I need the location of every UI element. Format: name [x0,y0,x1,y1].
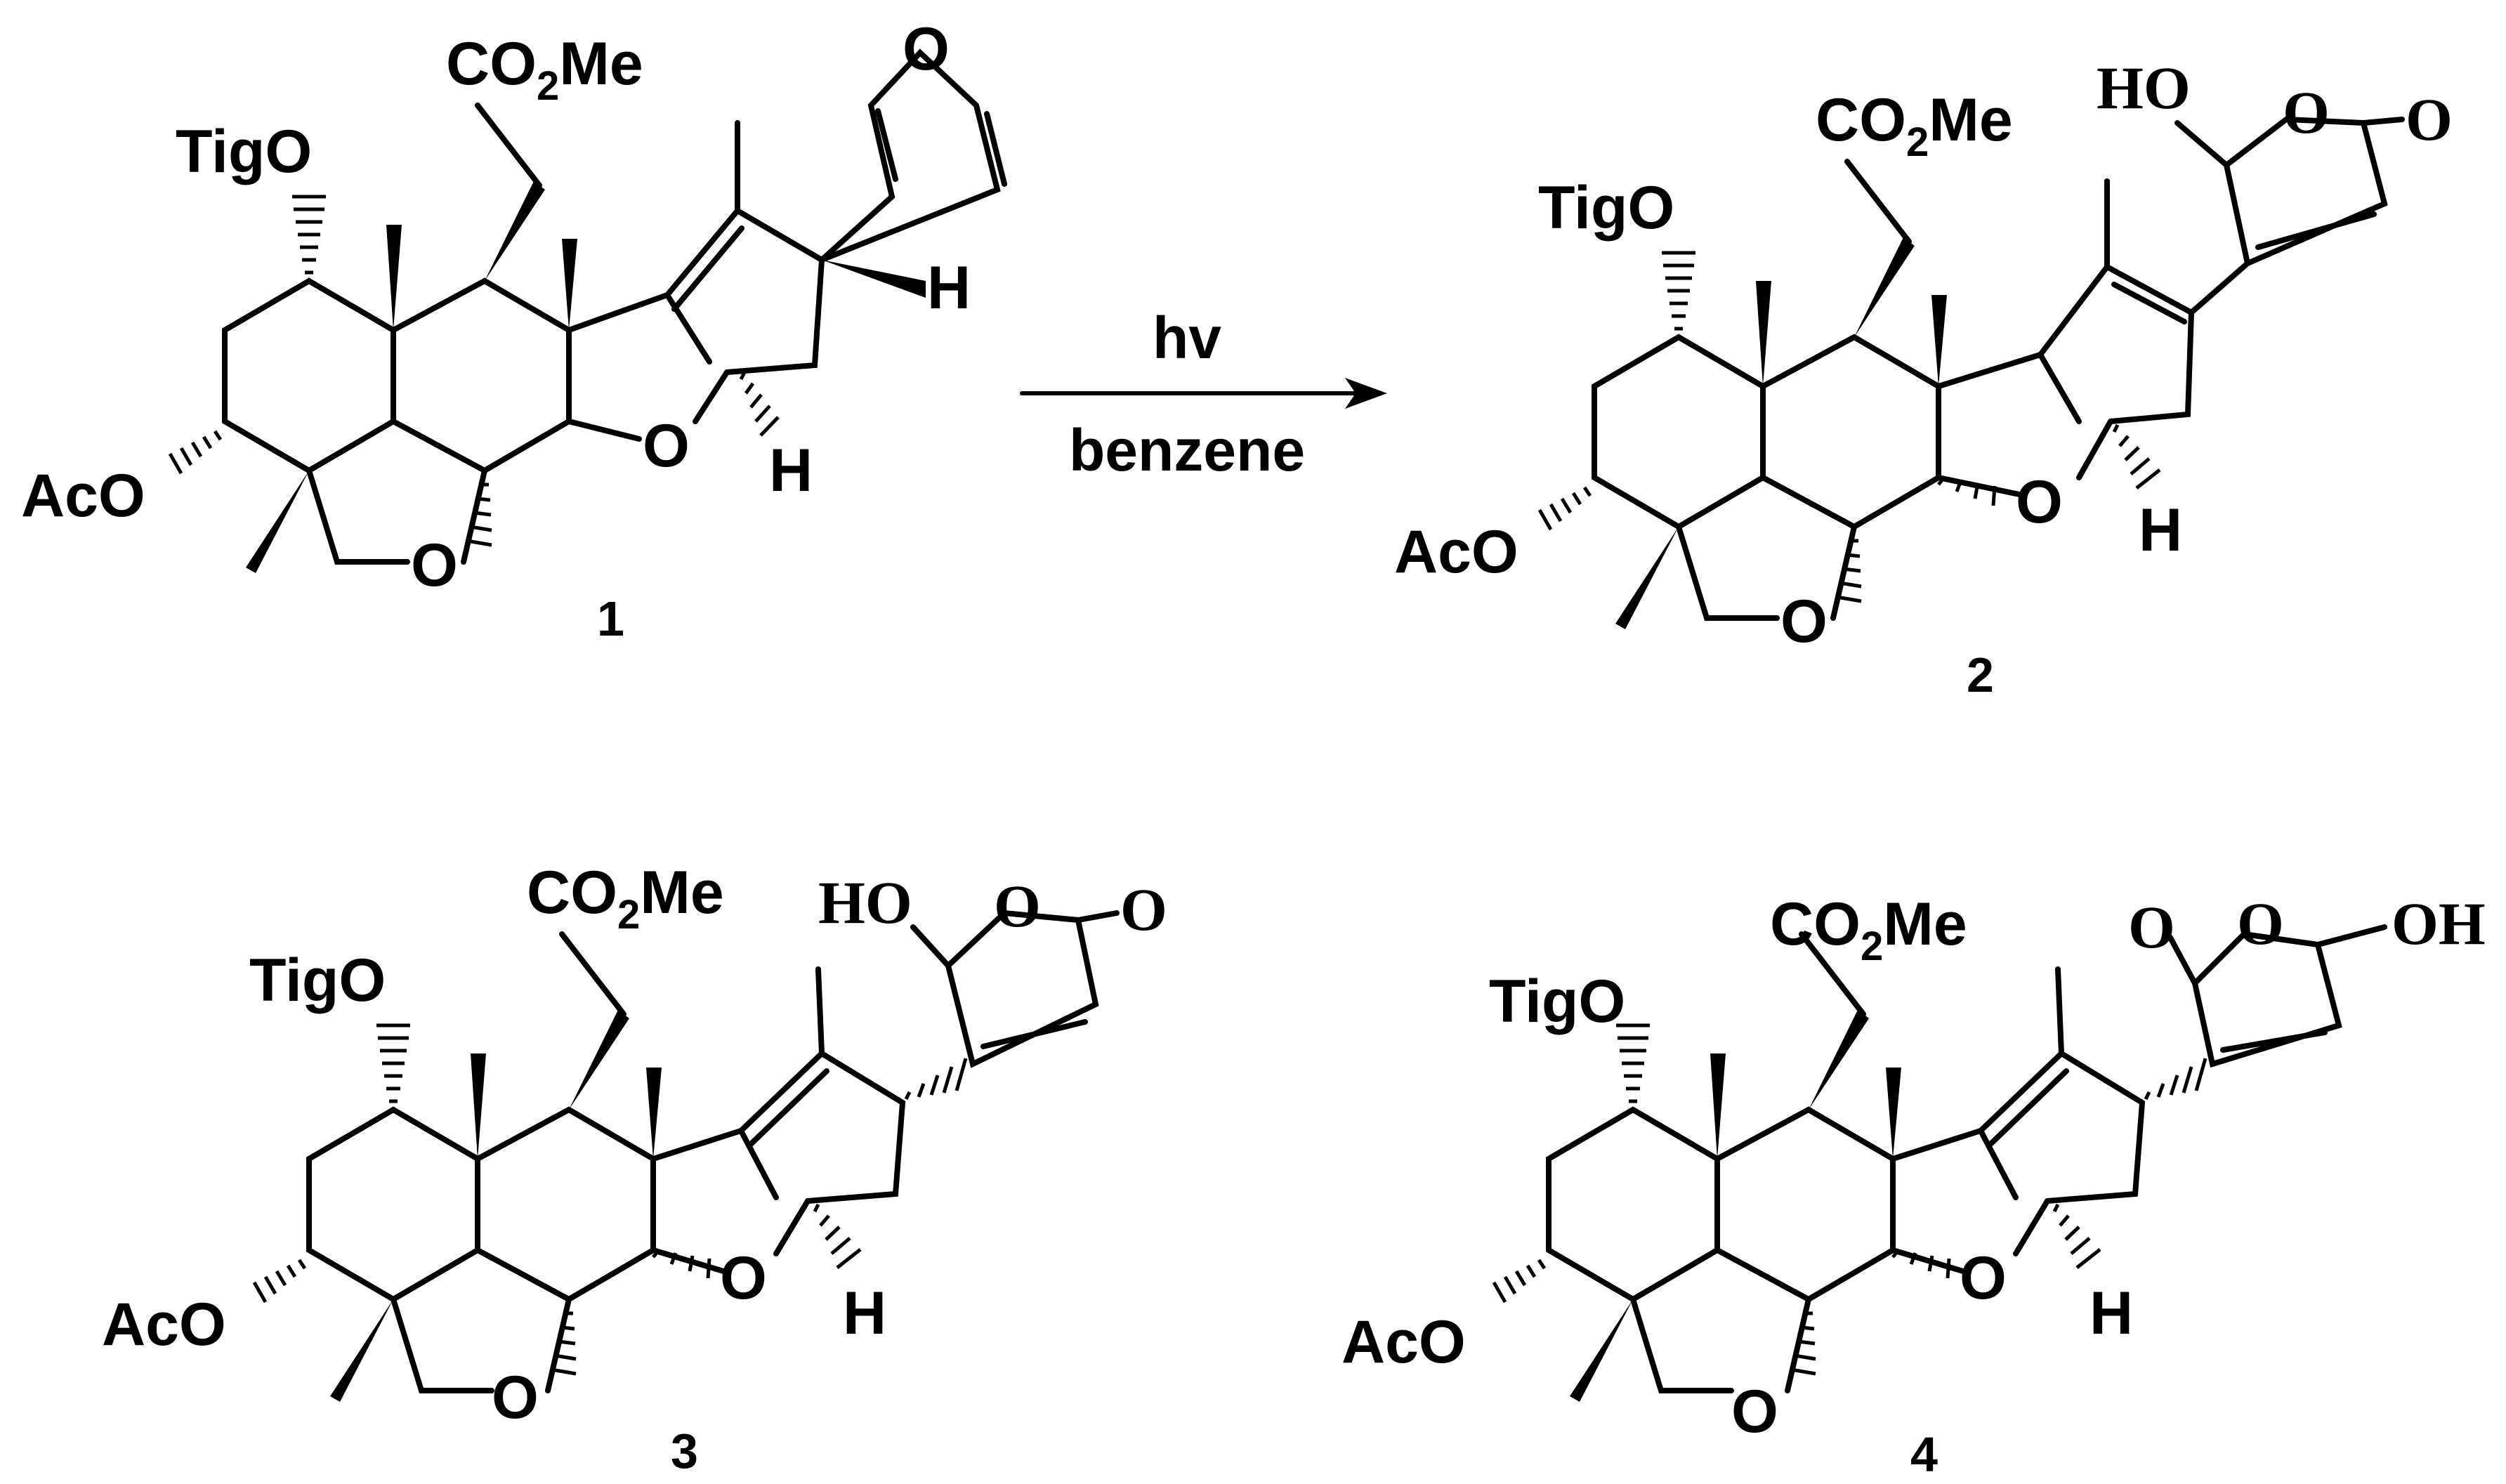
bridge-oxygen: O [492,1364,539,1431]
hydroxyl-label: OH [2392,890,2486,957]
compound-number: 3 [671,1424,698,1478]
compound-2: TigO AcO CO2Me HO O O O O H 2 [1394,54,2453,702]
compound-number: 4 [1910,1427,1938,1482]
carbonyl-oxygen: O [2128,893,2175,961]
condition-hv: hv [1153,305,1221,371]
compound-1: TigO AcO CO2Me O O O H H 1 [21,15,1007,646]
carbonyl-oxygen: O [2406,86,2453,153]
hydrogen-label: H [927,254,971,322]
aco-label: AcO [1394,518,1518,586]
thf-oxygen: O [1960,1245,2007,1312]
aco-label: AcO [102,1291,226,1358]
lactone-oxygen: O [2283,79,2330,146]
hydroxyl-label: HO [2097,54,2191,122]
hydrogen-label: H [2139,497,2182,564]
aco-label: AcO [1341,1308,1466,1376]
reaction-arrow: hv benzene [1020,305,1387,483]
thf-oxygen: O [643,412,690,480]
co2me-label: CO2Me [446,30,643,109]
compound-number: 2 [1967,648,1994,702]
bridge-oxygen: O [411,532,458,599]
furan-oxygen: O [903,15,950,83]
co2me-label: CO2Me [1770,891,1967,969]
compound-3: TigO AcO CO2Me HO O O O O H 3 [102,859,1167,1478]
carbonyl-oxygen: O [1120,876,1167,943]
hydrogen-label: H [2090,1280,2133,1347]
co2me-label: CO2Me [527,859,724,938]
co2me-label: CO2Me [1816,86,2013,165]
tigo-label: TigO [249,947,386,1014]
hydroxyl-label: HO [818,869,912,936]
thf-oxygen: O [2016,468,2063,536]
compound-4: TigO AcO CO2Me O O OH O O H 4 [1341,890,2486,1482]
aco-label: AcO [21,462,145,530]
bridge-oxygen: O [1780,588,1828,655]
bridge-oxygen: O [1731,1378,1778,1445]
tigo-label: TigO [176,118,312,185]
hydrogen-label: H [843,1280,886,1347]
lactone-oxygen: O [994,872,1041,940]
tigo-label: TigO [1538,174,1674,242]
tigo-label: TigO [1489,968,1625,1035]
compound-number: 1 [597,591,624,646]
condition-solvent: benzene [1069,417,1305,483]
hydrogen-label: H [769,437,813,504]
lactone-oxygen: O [2237,890,2284,957]
thf-oxygen: O [720,1245,767,1312]
